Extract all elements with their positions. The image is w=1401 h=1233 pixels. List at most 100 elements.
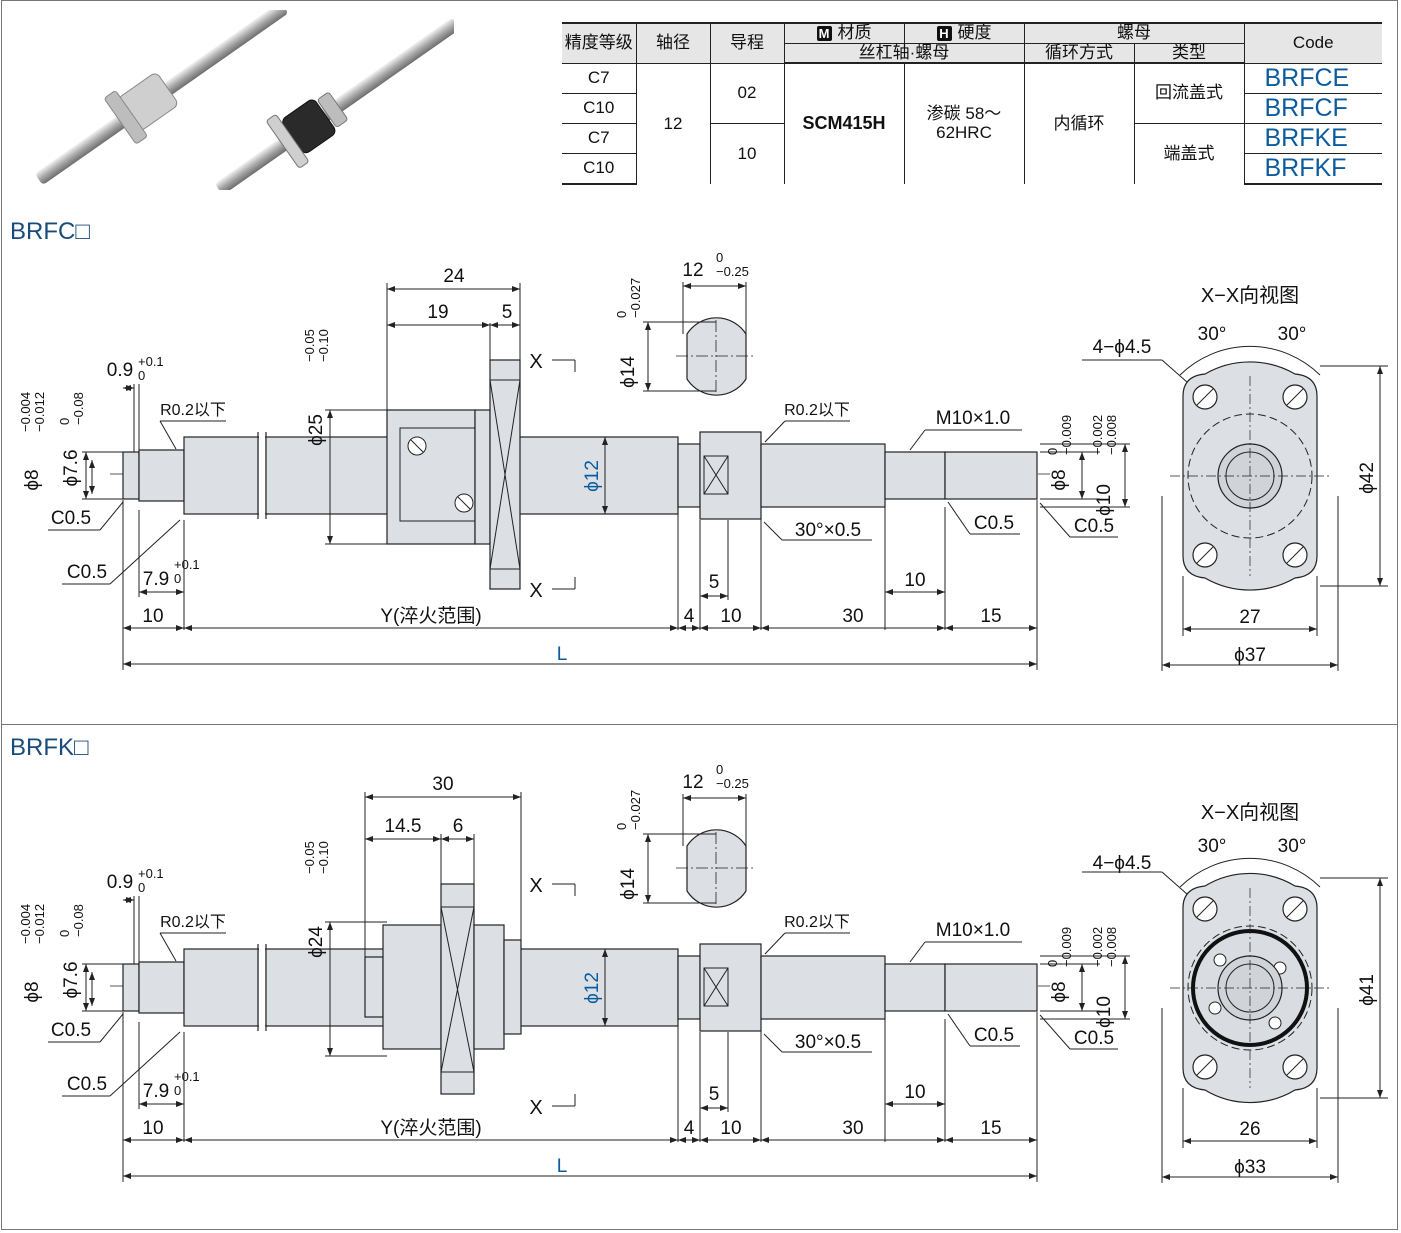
dim-flat-width-tol: 0−0.25 [716,250,749,279]
angle-right: 30° [1278,836,1307,857]
dim-len-30: 30 [842,606,863,627]
dim-end-dia-1-tol-upper: 0 [1045,960,1060,967]
dim-flange-dia-tol: −0.05−0.10 [302,841,331,874]
thread-section [884,451,946,500]
dim-groove-dia-tol-upper: 0 [57,418,72,425]
dim-end-dia-2-tol-lower: −0.008 [1104,927,1119,967]
dim-len-15: 15 [980,1118,1001,1139]
dim-chamfer: 30°×0.5 [795,1032,861,1053]
dim-len-4: 4 [684,606,695,627]
dim-end-dia-2-tol-upper: −0.002 [1090,415,1105,455]
accuracy-cell: C10 [562,152,637,185]
dim-flange-dia-tol: −0.05−0.10 [302,329,331,362]
nut-body [382,924,442,1050]
dim-len-total: L [557,1156,568,1177]
dim-end-dia-1-tol-upper: 0 [1045,448,1060,455]
dim-len-7-9: 7.9 [143,569,169,590]
dim-view-outer: ϕ37 [1234,645,1266,666]
view-title: X−X向视图 [1201,284,1299,307]
dim-flat-width-tol: 0−0.25 [716,762,749,791]
hdr-code: Code [1243,21,1382,64]
dim-pilot-dia: ϕ8 [22,981,43,1002]
dim-groove-dia-tol-lower: −0.08 [71,904,86,937]
dim-end-dia-1-tol: 0−0.009 [1045,927,1074,967]
type-cell: 端盖式 [1133,122,1245,184]
dim-len-10-hex: 10 [720,1118,741,1139]
dim-end-dia-1: ϕ8 [1049,981,1070,1002]
dim-groove-dia: ϕ7.6 [61,961,82,998]
nut-sleeve [364,956,384,1018]
dim-flange-dia-tol-upper: −0.05 [302,841,317,874]
dim-view-outer: ϕ33 [1234,1157,1266,1178]
dim-groove-dia: ϕ7.6 [61,449,82,486]
lead-cell: 10 [709,122,785,184]
angle-right: 30° [1278,324,1307,345]
dim-section-dia: ϕ14 [618,356,639,388]
chamfer-right-2: C0.5 [1074,1028,1114,1049]
hdr-material-sub: 丝杠轴·螺母 [783,43,1025,65]
pilot-end [122,451,140,500]
label-holes: 4−ϕ4.5 [1093,853,1152,874]
accuracy-cell: C7 [562,122,637,154]
label-thread: M10×1.0 [936,920,1010,941]
dim-len-total: L [557,644,568,665]
nut-body [386,409,476,545]
code-link[interactable]: BRFKF [1243,152,1382,185]
section-mark-x-top: X [529,875,542,897]
dim-end-dia-2-tol: −0.002−0.008 [1090,415,1119,455]
hex-section [699,943,762,1032]
dim-view-width: 26 [1239,1119,1260,1140]
dim-end-dia-2-tol-lower: −0.008 [1104,415,1119,455]
code-link[interactable]: BRFKE [1243,122,1382,154]
dim-len-7-9-tol-lower: 0 [174,571,181,586]
section-divider [1,724,1398,725]
dim-pilot-dia-tol-lower: −0.012 [32,904,47,944]
dim-len-10-thread: 10 [904,570,925,591]
dim-flange-dia: ϕ24 [306,926,327,958]
dim-flat-width: 12 [682,260,703,281]
dim-nut-a: 14.5 [385,816,422,837]
dim-pilot-dia-tol: −0.004−0.012 [18,392,47,432]
dim-section-dia-tol-upper: 0 [614,823,629,830]
dim-groove-dia-tol-upper: 0 [57,930,72,937]
dim-pilot-dia-tol-lower: −0.012 [32,392,47,432]
hdr-nut: 螺母 [1023,21,1245,44]
dim-end-dia-1-tol-lower: −0.009 [1059,927,1074,967]
end-journal [944,963,1038,1012]
dim-len-7-9-tol: +0.10 [174,557,200,586]
nut-body-right [473,924,505,1050]
groove-section [138,961,185,1014]
section-title-brfk: BRFK□ [10,734,89,761]
dim-len-7-9-tol-upper: +0.1 [174,557,200,572]
dim-groove-width-tol: +0.10 [138,354,164,383]
note-radius-right: R0.2以下 [784,402,850,419]
hdr-accuracy: 精度等级 [562,21,637,64]
dim-groove-width-tol-lower: 0 [138,880,145,895]
view-title: X−X向视图 [1201,801,1299,824]
code-link[interactable]: BRFCF [1243,92,1382,124]
chamfer-left-1: C0.5 [51,508,91,529]
dim-len-7-9-tol: +0.10 [174,1069,200,1098]
dim-pilot-dia-tol-upper: −0.004 [18,392,33,432]
pilot-end [122,963,140,1012]
note-radius-right: R0.2以下 [784,914,850,931]
code-link[interactable]: BRFCE [1243,62,1382,94]
dim-shaft-dia: ϕ12 [582,972,603,1004]
hex-section [699,431,762,520]
thread-shaft [760,443,886,508]
end-journal [944,451,1038,500]
nut-collar [474,409,491,545]
dim-groove-width-tol: +0.10 [138,866,164,895]
dim-section-dia-tol-lower: −0.027 [628,790,643,830]
dim-view-width: 27 [1239,607,1260,628]
dim-nut-b: 6 [453,816,464,837]
dim-len-5: 5 [709,572,720,593]
dim-len-y: Y(淬火范围) [380,1117,481,1139]
dim-len-y: Y(淬火范围) [380,605,481,627]
dim-flat-width-tol-upper: 0 [716,250,723,265]
dim-nut-a: 19 [427,302,448,323]
